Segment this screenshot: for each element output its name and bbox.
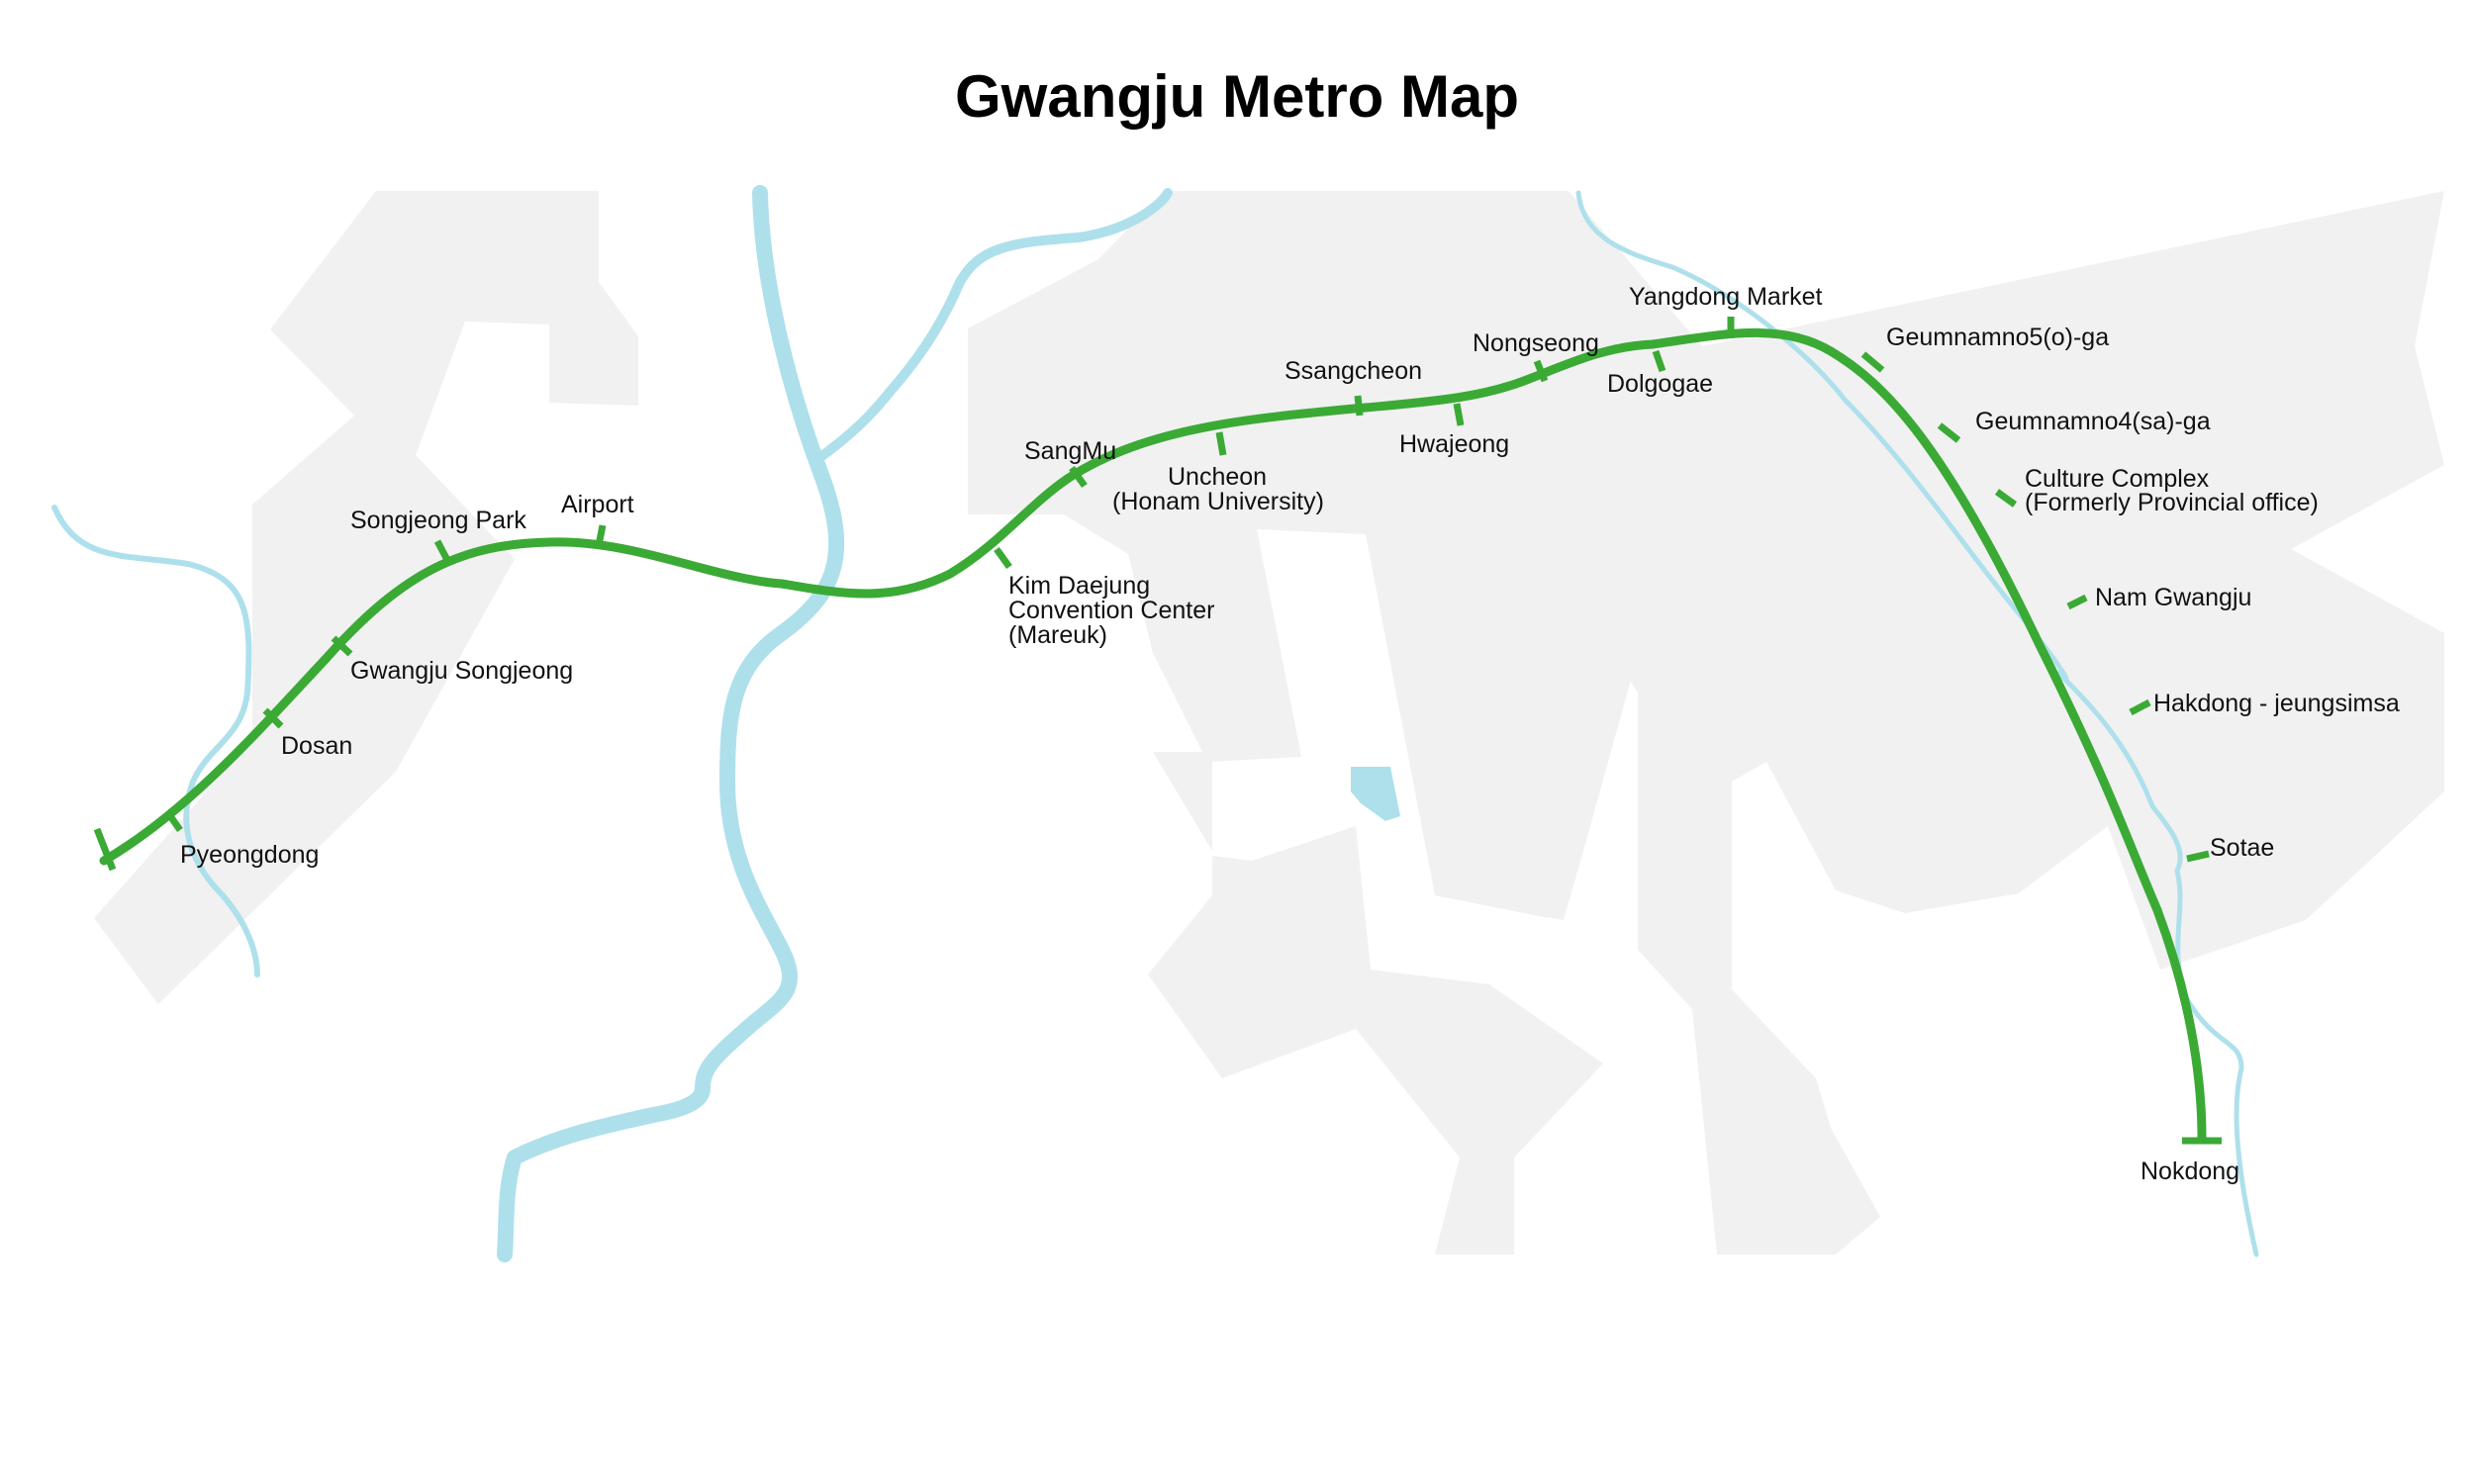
- station-label-line: SangMu: [1024, 437, 1116, 465]
- tick-nam-gwangju: [2066, 594, 2088, 610]
- tick-kim-daejung: [994, 546, 1012, 570]
- station-label-line: (Formerly Provincial office): [2025, 489, 2319, 516]
- station-label-dolgogae[interactable]: Dolgogae: [1607, 370, 1713, 398]
- station-label-line: Kim Daejung: [1008, 572, 1150, 600]
- station-label-geumnamno5[interactable]: Geumnamno5(o)-ga: [1886, 324, 2109, 351]
- station-label-geumnamno4[interactable]: Geumnamno4(sa)-ga: [1975, 408, 2211, 435]
- station-labels: Pyeongdong Dosan Gwangju Songjeong Songj…: [180, 283, 2400, 1185]
- station-label-line: Nongseong: [1473, 329, 1599, 357]
- rivers: [51, 185, 2259, 1262]
- station-label-kim-daejung[interactable]: Kim Daejung Convention Center (Mareuk): [1008, 572, 1221, 649]
- river-main: [497, 185, 845, 1262]
- station-label-line: Airport: [561, 491, 634, 518]
- tick-songjeong-park: [433, 539, 451, 562]
- station-label-hakdong[interactable]: Hakdong - jeungsimsa: [2153, 690, 2400, 717]
- station-label-line: Nokdong: [2141, 1158, 2239, 1185]
- tick-geumnamno4: [1937, 422, 1961, 443]
- station-label-yangdong-market[interactable]: Yangdong Market: [1629, 283, 1823, 311]
- tick-nongseong: [1533, 359, 1549, 383]
- station-label-nongseong[interactable]: Nongseong: [1473, 329, 1599, 357]
- station-label-line: (Honam University): [1112, 488, 1324, 515]
- station-label-line: (Mareuk): [1008, 621, 1107, 649]
- station-label-line: Songjeong Park: [350, 507, 526, 534]
- river-east-stream: [1575, 190, 2259, 1257]
- station-label-songjeong-park[interactable]: Songjeong Park: [350, 507, 526, 534]
- tick-gwangju-songjeong: [331, 635, 353, 657]
- station-label-line: Sotae: [2210, 834, 2274, 862]
- station-label-nokdong[interactable]: Nokdong: [2141, 1158, 2239, 1185]
- station-label-line: Geumnamno4(sa)-ga: [1975, 408, 2211, 435]
- tick-uncheon: [1215, 431, 1227, 456]
- land-area-northeast: [968, 191, 2444, 1254]
- station-label-nam-gwangju[interactable]: Nam Gwangju: [2095, 584, 2251, 611]
- page-title: Gwangju Metro Map: [955, 63, 1519, 130]
- tick-airport: [595, 524, 607, 546]
- station-ticks: [165, 317, 2210, 863]
- tick-sangmu: [1069, 465, 1088, 489]
- station-label-line: Hwajeong: [1399, 430, 1509, 458]
- tick-hakdong: [2129, 698, 2151, 716]
- station-label-gwangju-songjeong[interactable]: Gwangju Songjeong: [350, 657, 573, 685]
- tick-sotae: [2186, 850, 2210, 863]
- station-label-line: Pyeongdong: [180, 841, 319, 869]
- lake-center: [1351, 767, 1400, 821]
- station-label-airport[interactable]: Airport: [561, 491, 634, 518]
- station-label-line: Convention Center: [1008, 597, 1214, 624]
- land-areas: [94, 191, 2444, 1254]
- station-label-line: Geumnamno5(o)-ga: [1886, 324, 2109, 351]
- tick-geumnamno5: [1860, 351, 1885, 373]
- tick-culture-complex: [1994, 489, 2018, 508]
- station-label-line: Nam Gwangju: [2095, 584, 2251, 611]
- land-area-center: [1435, 594, 1633, 920]
- station-label-sangmu[interactable]: SangMu: [1024, 437, 1116, 465]
- station-label-line: Hakdong - jeungsimsa: [2153, 690, 2400, 717]
- tick-dolgogae: [1652, 349, 1666, 373]
- station-label-uncheon[interactable]: Uncheon (Honam University): [1112, 463, 1324, 515]
- land-area-south: [1148, 752, 1603, 1254]
- station-label-pyeongdong[interactable]: Pyeongdong: [180, 841, 319, 869]
- terminal-cap-west: [93, 827, 117, 872]
- station-label-culture-complex[interactable]: Culture Complex (Formerly Provincial off…: [2025, 465, 2319, 516]
- station-label-hwajeong[interactable]: Hwajeong: [1399, 430, 1509, 458]
- tick-ssangcheon: [1354, 395, 1364, 417]
- land-area-west: [94, 191, 638, 1004]
- station-label-sotae[interactable]: Sotae: [2210, 834, 2274, 862]
- river-northwest-tributary: [811, 188, 1173, 465]
- river-west-stream: [51, 505, 260, 977]
- station-label-dosan[interactable]: Dosan: [281, 732, 352, 760]
- station-label-line: Ssangcheon: [1285, 357, 1422, 385]
- tick-hwajeong: [1453, 403, 1465, 426]
- station-label-line: Dosan: [281, 732, 352, 760]
- station-label-line: Gwangju Songjeong: [350, 657, 573, 685]
- station-label-ssangcheon[interactable]: Ssangcheon: [1285, 357, 1422, 385]
- tick-pyeongdong: [165, 810, 183, 833]
- station-label-line: Culture Complex: [2025, 465, 2210, 493]
- tick-dosan: [262, 707, 284, 729]
- station-label-line: Yangdong Market: [1629, 283, 1823, 311]
- station-label-line: Uncheon: [1168, 463, 1267, 491]
- station-label-line: Dolgogae: [1607, 370, 1713, 398]
